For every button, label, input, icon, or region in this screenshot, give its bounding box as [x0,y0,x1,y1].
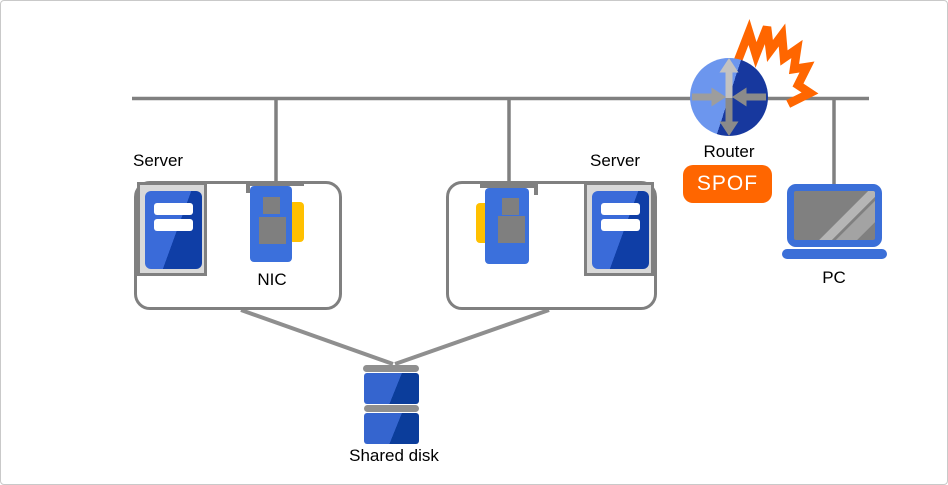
pc-base [782,249,887,259]
server1-tower-icon [137,182,207,276]
nic-connector-icon [289,202,304,242]
server-slot-icon [154,203,193,215]
server2-group-box [446,181,657,310]
nic-chip-small [502,198,519,215]
server2-tower-icon [584,182,654,276]
pc-label: PC [822,268,846,287]
server1-label: Server [133,151,184,170]
router-arrow-left-icon [732,87,766,107]
disk-unit [364,373,419,404]
router-arrow-up-icon [719,58,739,101]
nic-chip-large [259,217,286,244]
failure-burst-icon [731,18,819,108]
server-slot-icon [601,203,640,215]
server1-disk-line [240,308,394,366]
disk-platter-bar [364,405,419,412]
server2-disk-line [394,308,550,366]
server-slot-icon [154,219,193,231]
nic-chip-small [263,197,280,214]
nic-bracket-end [534,184,538,195]
nic-bracket-end [246,182,250,193]
server-slot-icon [601,219,640,231]
pc-screen [787,184,882,247]
nic-bracket-icon [246,182,304,186]
shared-disk-label: Shared disk [349,446,439,465]
nic-bracket-icon [480,184,538,188]
router-label: Router [703,142,755,161]
router-arrow-down-icon [719,98,739,136]
router-icon [690,58,768,136]
nic-chip-large [498,216,525,243]
disk-platter-bar [363,365,419,372]
nic-label: NIC [257,270,287,289]
router-arrow-right-icon [692,87,726,107]
server2-label: Server [590,151,641,170]
server2-tower-body [592,191,649,269]
server1-tower-body [145,191,202,269]
spof-badge: SPOF [683,165,772,203]
server1-group-box [134,181,342,310]
disk-unit [364,413,419,444]
